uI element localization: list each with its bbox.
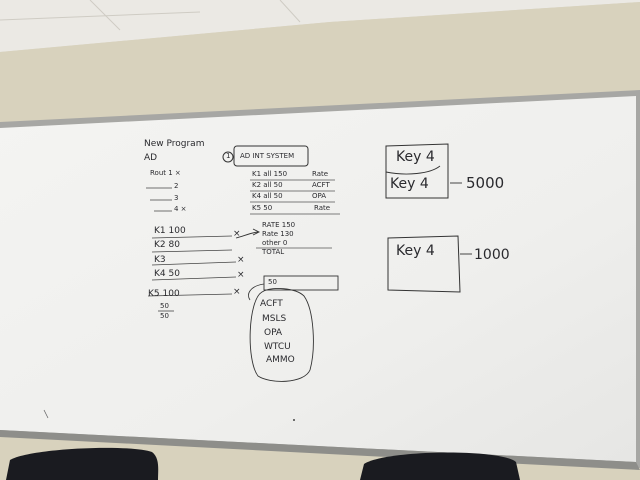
key-line-label: K1 100 xyxy=(154,226,186,236)
circled-number-mark xyxy=(222,151,234,163)
marker-dot xyxy=(293,419,295,421)
small-box-value: 50 xyxy=(268,278,277,286)
program-sub: AD xyxy=(144,153,158,163)
key-line-label: K2 80 xyxy=(154,240,180,250)
ad-int-system-label: AD INT SYSTEM xyxy=(240,152,295,160)
key-line xyxy=(151,261,237,266)
key-box-1-value: 5000 xyxy=(466,174,505,192)
key-line-label: K3 xyxy=(154,255,166,265)
row-right: Rate xyxy=(312,170,329,178)
ceiling-seam xyxy=(89,0,121,31)
rate-line: TOTAL xyxy=(262,248,285,256)
list-item: ACFT xyxy=(260,299,283,309)
key-box-1-divider xyxy=(385,165,441,175)
key-line xyxy=(147,293,233,297)
key-box-2-line: Key 4 xyxy=(396,243,435,259)
key-line xyxy=(151,249,233,253)
x-mark: × xyxy=(233,287,241,297)
key-line-label: K4 50 xyxy=(154,269,180,279)
row-left: K2 all 50 xyxy=(252,181,283,189)
marker-scribble xyxy=(43,409,49,419)
row-right: OPA xyxy=(312,192,327,200)
list-item: OPA xyxy=(264,328,283,338)
list-bubble xyxy=(249,288,314,382)
row-left: K4 all 50 xyxy=(252,192,283,200)
whiteboard xyxy=(0,96,636,462)
ceiling-tiles xyxy=(0,0,640,52)
x-mark: × xyxy=(237,255,245,265)
key-line-label: K5 100 xyxy=(148,289,180,299)
x-mark: × xyxy=(237,270,245,280)
fraction-top: 50 xyxy=(160,302,169,310)
fraction-bottom: 50 xyxy=(160,312,169,320)
list-item: AMMO xyxy=(266,355,295,365)
arrow-head xyxy=(252,228,261,236)
key-box-1 xyxy=(385,143,449,199)
row-left: K5 50 xyxy=(252,204,273,212)
row-left: K1 all 150 xyxy=(252,170,288,178)
route-line: 2 xyxy=(174,182,179,190)
chair-back-left xyxy=(6,447,159,480)
rate-line: other 0 xyxy=(262,239,288,247)
connector-curve xyxy=(248,283,265,301)
rate-line: Rate 130 xyxy=(262,230,294,238)
list-item: MSLS xyxy=(262,314,287,324)
ceiling-seam xyxy=(279,0,301,23)
arrow-line xyxy=(235,231,259,239)
x-mark: × xyxy=(233,229,241,239)
row-right: Rate xyxy=(314,204,331,212)
chair-back-right xyxy=(360,452,520,480)
route-line: 3 xyxy=(174,194,179,202)
ceiling-seam xyxy=(0,11,201,21)
route-line: Rout 1 × xyxy=(150,169,181,177)
route-line: 4 × xyxy=(174,205,187,213)
key-box-2-value: 1000 xyxy=(474,247,510,263)
rate-line: RATE 150 xyxy=(262,221,296,229)
small-value-box xyxy=(263,275,339,291)
key-box-1-line: Key 4 xyxy=(396,149,435,165)
key-line xyxy=(151,235,233,239)
key-box-1-line: Key 4 xyxy=(390,176,429,192)
row-right: ACFT xyxy=(312,181,330,189)
program-heading: New Program xyxy=(144,139,205,149)
list-item: WTCU xyxy=(264,342,291,352)
key-box-2 xyxy=(387,235,461,293)
circled-number: 1 xyxy=(226,152,231,160)
ad-int-system-box xyxy=(233,145,309,167)
key-line xyxy=(151,276,237,281)
